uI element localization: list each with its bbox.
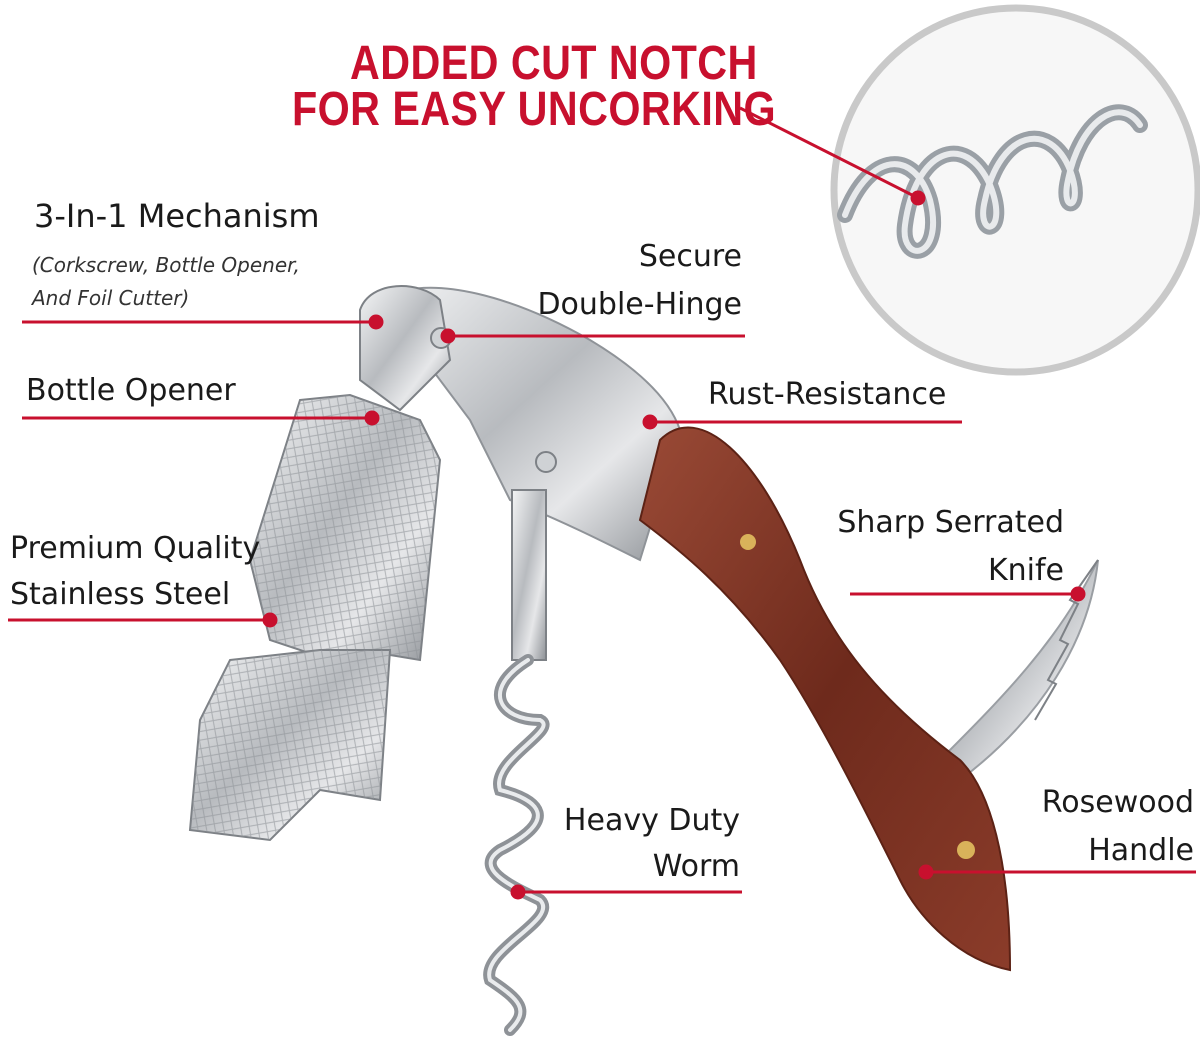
rosewood-label-1: Rosewood xyxy=(1041,785,1194,820)
rosewood-handle xyxy=(638,426,1012,972)
secure-label-2: Double-Hinge xyxy=(537,287,742,322)
worm-label-2: Worm xyxy=(652,849,740,884)
serrated-label-1: Sharp Serrated xyxy=(837,505,1064,540)
worm-shank xyxy=(511,489,547,661)
rust-resistance-label: Rust-Resistance xyxy=(708,377,947,412)
double-hinge xyxy=(359,285,452,412)
premium-label-2: Stainless Steel xyxy=(10,577,231,612)
handle-rivet xyxy=(957,841,975,859)
mechanism-subtitle-2: And Foil Cutter) xyxy=(32,286,190,310)
serrated-label-2: Knife xyxy=(987,553,1064,588)
zoom-circle xyxy=(830,4,1200,376)
worm-label-1: Heavy Duty xyxy=(563,803,740,838)
mechanism-title: 3-In-1 Mechanism xyxy=(34,197,320,235)
callout-lines xyxy=(8,106,1196,900)
rosewood-label-2: Handle xyxy=(1088,833,1194,868)
handle-rivet xyxy=(740,534,756,550)
bottle-opener-label: Bottle Opener xyxy=(26,373,236,408)
secure-label-1: Secure xyxy=(638,239,742,274)
steel-body xyxy=(378,286,682,562)
headline-line-1: ADDED CUT NOTCH xyxy=(350,37,758,90)
mechanism-subtitle-1: (Corkscrew, Bottle Opener, xyxy=(32,253,300,277)
headline-line-2: FOR EASY UNCORKING xyxy=(292,83,777,136)
premium-label-1: Premium Quality xyxy=(10,531,261,566)
